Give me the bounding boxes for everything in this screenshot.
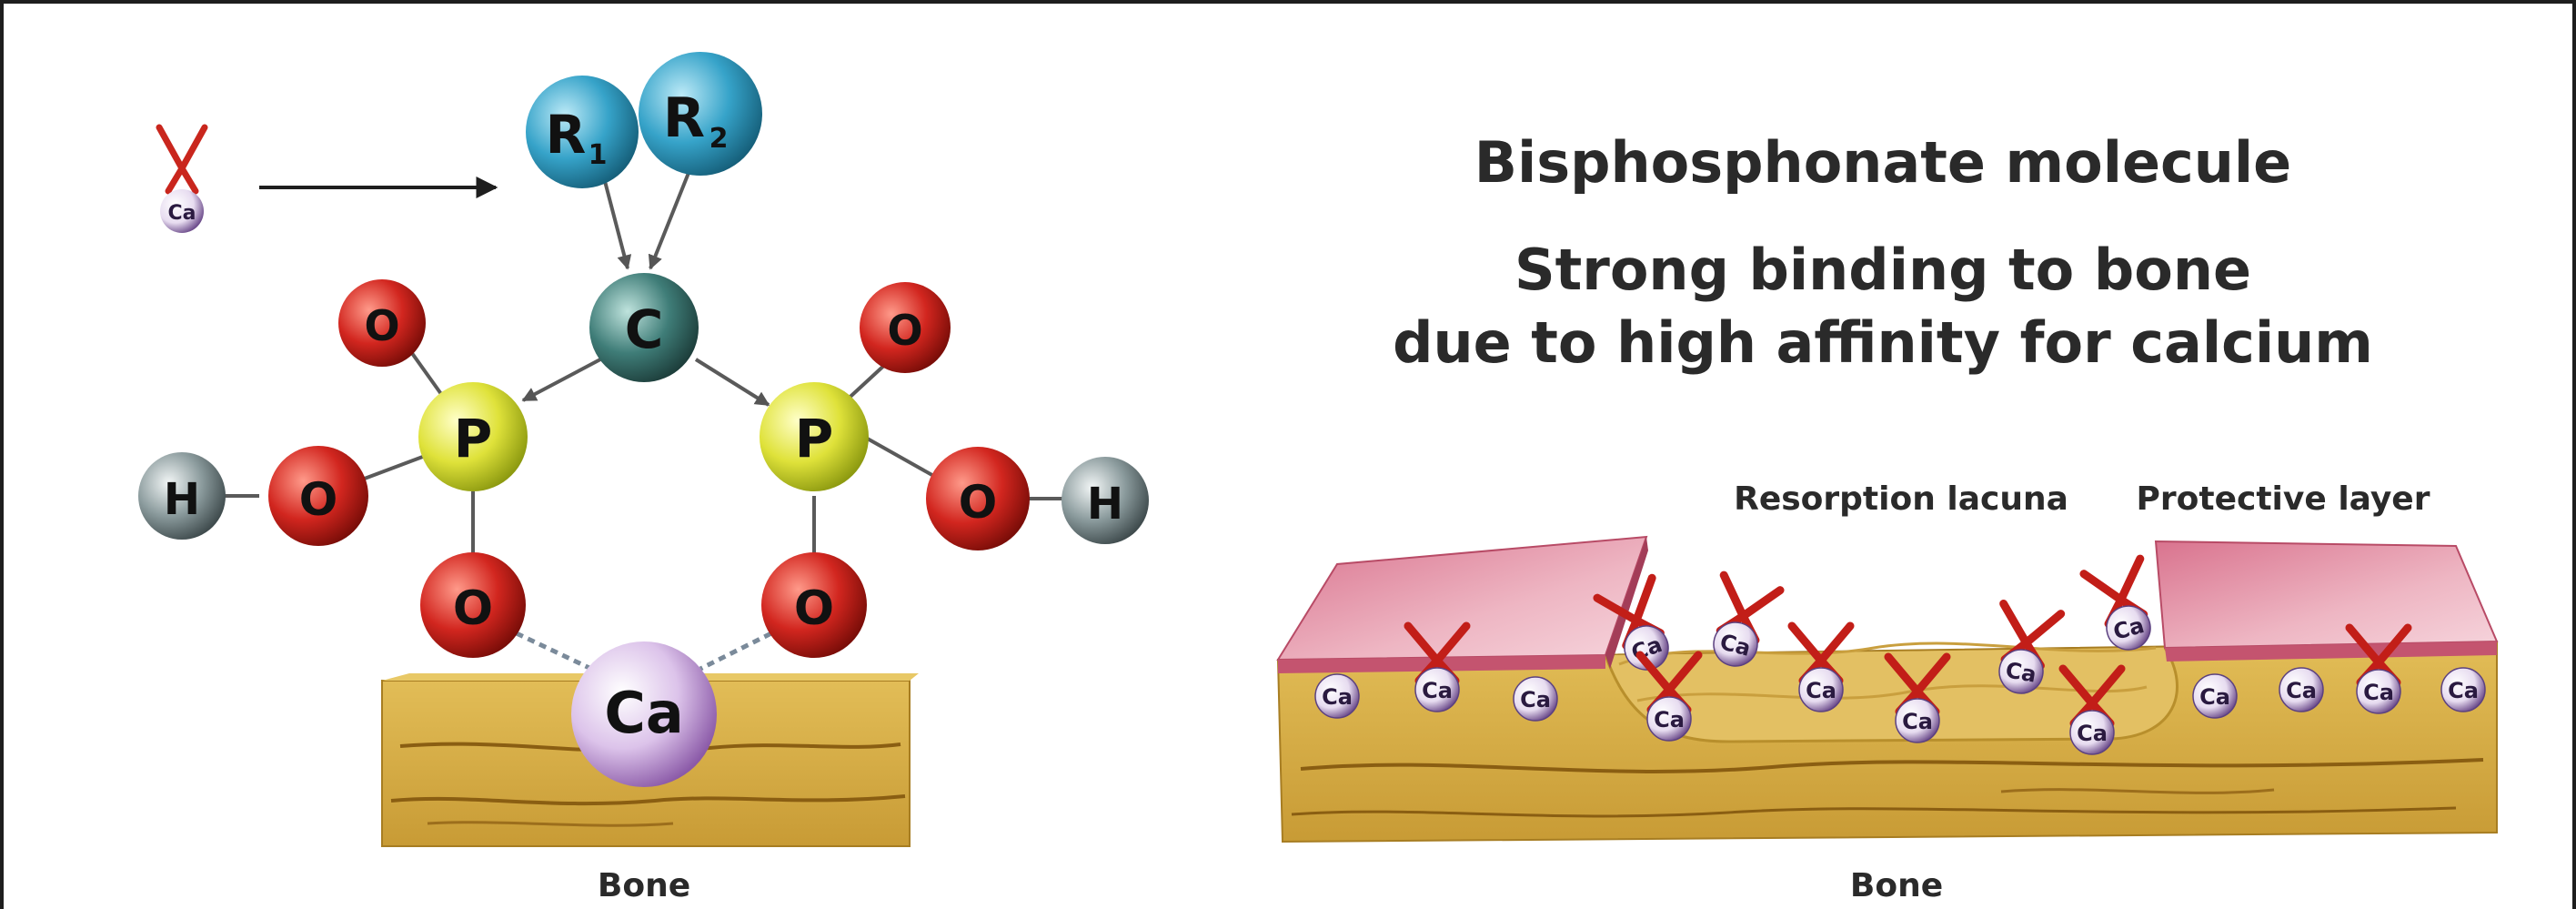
svg-text:R: R xyxy=(546,104,587,166)
oxygen-atom-top-right: O xyxy=(860,282,951,373)
phosphorus-atom-left: P xyxy=(418,382,528,491)
protective-layer-right xyxy=(2156,541,2497,662)
svg-text:P: P xyxy=(795,408,834,470)
svg-text:O: O xyxy=(959,476,998,529)
calcium-label: Ca xyxy=(1520,687,1551,712)
svg-text:O: O xyxy=(299,473,338,526)
subheadline-line-1: Strong binding to bone xyxy=(1514,237,2251,303)
calcium-label: Ca xyxy=(1322,684,1353,710)
svg-text:O: O xyxy=(453,581,493,636)
r1-atom: R 1 xyxy=(526,76,639,188)
svg-text:C: C xyxy=(625,298,664,360)
r2-atom: R 2 xyxy=(639,52,762,176)
bound-bisphosphonate-calcium: Ca xyxy=(2084,559,2162,656)
calcium-label: Ca xyxy=(2448,678,2479,703)
svg-text:O: O xyxy=(794,581,834,636)
protective-layer-left xyxy=(1278,537,1648,673)
calcium-label: Ca xyxy=(1422,678,1453,703)
calcium-label: Ca xyxy=(2077,721,2108,746)
subheadline-line-2: due to high affinity for calcium xyxy=(1393,309,2373,376)
carbon-atom: C xyxy=(589,273,699,382)
label-left-bone: Bone xyxy=(598,867,690,904)
svg-text:1: 1 xyxy=(589,139,608,171)
oxygen-atom-bottom-left: O xyxy=(420,552,526,658)
oxygen-atom-mid-left: O xyxy=(268,446,368,546)
calcium-label: Ca xyxy=(2286,678,2317,703)
svg-text:2: 2 xyxy=(709,123,729,155)
calcium-label: Ca xyxy=(1654,707,1685,732)
molecule-icon: Ca xyxy=(159,127,205,233)
headline: Bisphosphonate molecule xyxy=(1474,129,2292,196)
calcium-atom-large: Ca xyxy=(571,641,717,787)
svg-text:O: O xyxy=(364,301,399,350)
svg-text:R: R xyxy=(663,86,705,150)
free-calcium-site: Ca xyxy=(2279,668,2323,712)
calcium-label: Ca xyxy=(1902,709,1933,734)
free-calcium-site: Ca xyxy=(2441,668,2485,712)
label-right-bone: Bone xyxy=(1850,867,1943,904)
hydrogen-atom-right: H xyxy=(1062,457,1149,544)
svg-text:P: P xyxy=(454,408,493,470)
free-calcium-site: Ca xyxy=(1315,674,1359,718)
hydrogen-atom-left: H xyxy=(138,452,226,540)
calcium-label: Ca xyxy=(2004,657,2038,687)
oxygen-atom-mid-right: O xyxy=(926,447,1030,550)
label-resorption-lacuna: Resorption lacuna xyxy=(1734,480,2068,518)
oxygen-atom-top-left: O xyxy=(338,279,426,367)
oxygen-atom-bottom-right: O xyxy=(761,552,867,658)
calcium-label: Ca xyxy=(2199,684,2230,710)
free-calcium-site: Ca xyxy=(2193,674,2237,718)
svg-text:Ca: Ca xyxy=(168,202,196,225)
svg-text:O: O xyxy=(887,306,922,355)
label-protective-layer: Protective layer xyxy=(2137,480,2430,518)
calcium-label: Ca xyxy=(1806,678,1836,703)
svg-text:H: H xyxy=(1087,479,1123,530)
svg-text:H: H xyxy=(164,474,200,525)
free-calcium-site: Ca xyxy=(1514,677,1557,721)
calcium-label: Ca xyxy=(2363,680,2394,705)
svg-text:Ca: Ca xyxy=(604,680,683,746)
phosphorus-atom-right: P xyxy=(760,382,869,491)
